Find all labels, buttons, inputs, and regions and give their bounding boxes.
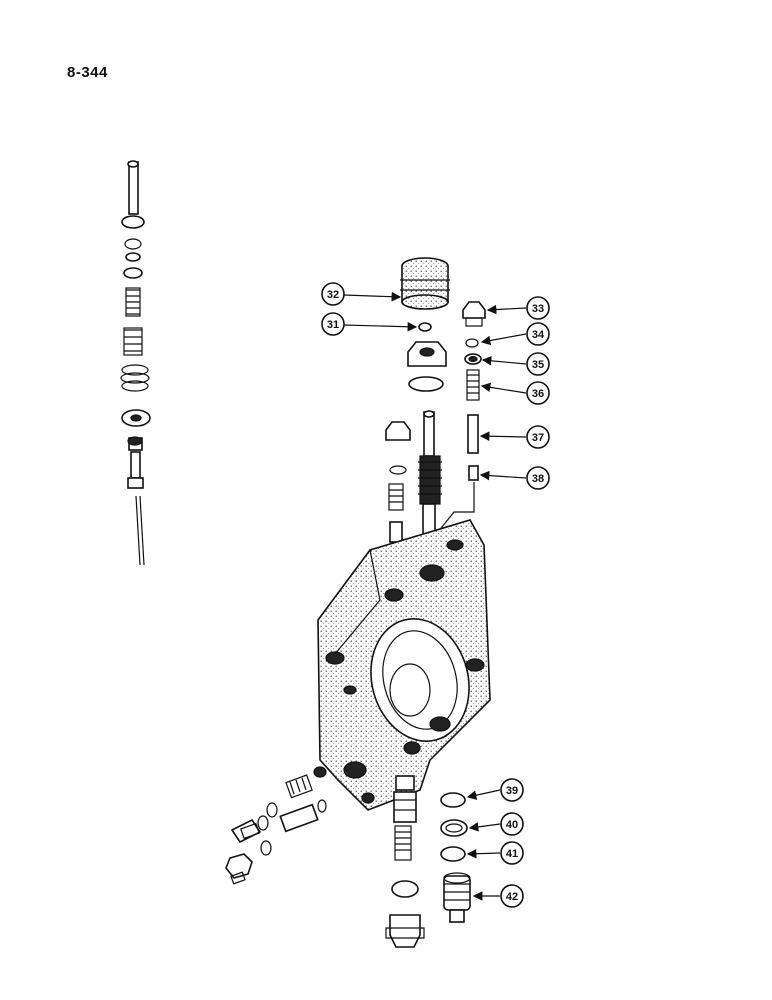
callout-38: 38 xyxy=(479,466,550,490)
svg-text:40: 40 xyxy=(506,819,518,831)
callout-40: 40 xyxy=(468,812,524,836)
svg-text:42: 42 xyxy=(506,891,518,903)
valve-body xyxy=(317,519,491,811)
page-number: 8-344 xyxy=(67,64,108,81)
lower-left-valve-parts xyxy=(225,766,327,885)
svg-text:31: 31 xyxy=(327,319,339,331)
callout-33: 33 xyxy=(486,296,550,320)
relief-valve-parts xyxy=(433,301,486,538)
callout-42: 42 xyxy=(472,884,524,908)
callout-39: 39 xyxy=(466,778,524,802)
lower-center-parts xyxy=(385,775,425,948)
svg-text:37: 37 xyxy=(532,432,544,444)
svg-text:35: 35 xyxy=(532,359,544,371)
callout-32: 32 xyxy=(321,282,402,306)
callout-35: 35 xyxy=(481,352,550,376)
callout-34: 34 xyxy=(480,322,550,346)
callout-41: 41 xyxy=(466,841,524,865)
filter-cap-assembly xyxy=(400,257,450,392)
left-spool-assembly xyxy=(120,160,151,566)
svg-text:41: 41 xyxy=(506,848,518,860)
svg-text:34: 34 xyxy=(532,329,545,341)
callout-36: 36 xyxy=(480,381,550,405)
lower-right-parts xyxy=(440,792,471,923)
svg-text:32: 32 xyxy=(327,289,339,301)
svg-text:33: 33 xyxy=(532,303,544,315)
svg-text:36: 36 xyxy=(532,388,544,400)
svg-text:38: 38 xyxy=(532,473,544,485)
svg-text:39: 39 xyxy=(506,785,518,797)
callout-37: 37 xyxy=(479,425,550,449)
callout-31: 31 xyxy=(321,312,418,336)
